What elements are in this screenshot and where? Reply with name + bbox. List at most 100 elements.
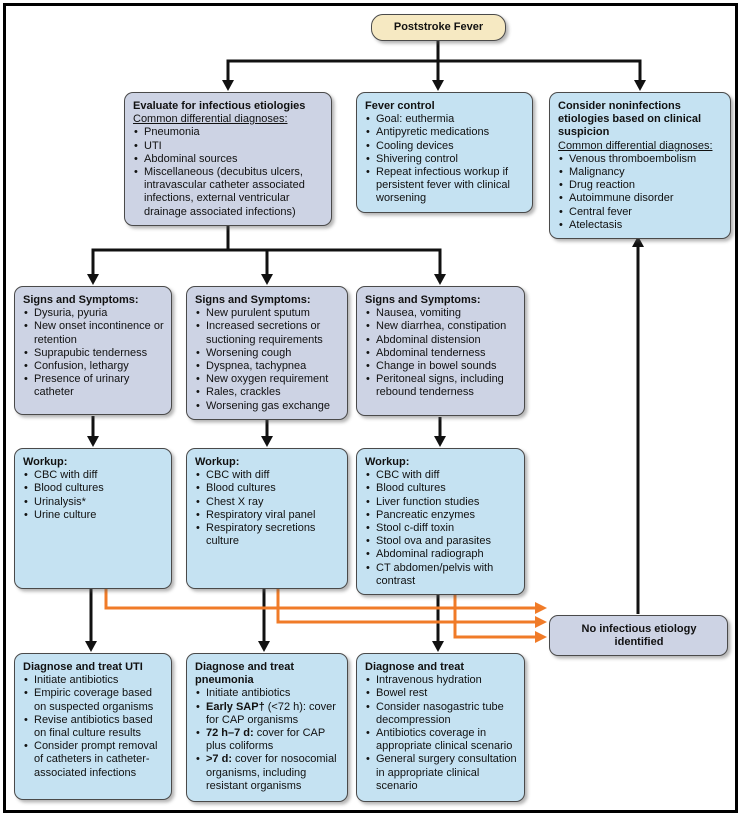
arrowhead-right-icon <box>535 602 547 614</box>
node-title: Diagnose and treat pneumonia <box>195 661 295 687</box>
workup-abdominal-node: Workup: CBC with diffBlood culturesLiver… <box>356 448 525 595</box>
bullet-item: General surgery consultation in appropri… <box>365 753 517 793</box>
arrowhead-down-icon <box>87 274 99 285</box>
arrowhead-down-icon <box>261 274 273 285</box>
node-bullet-list: Venous thromboembolismMalignancyDrug rea… <box>558 153 723 232</box>
bullet-item: Rales, crackles <box>195 386 340 399</box>
arrowhead-down-icon <box>634 80 646 91</box>
bullet-item: Venous thromboembolism <box>558 153 723 166</box>
node-title: Evaluate for infectious etiologies <box>133 100 306 112</box>
bullet-item: Peritoneal signs, including rebound tend… <box>365 373 517 399</box>
bullet-item: Stool ova and parasites <box>365 535 517 548</box>
node-title: Diagnose and treat UTI <box>23 661 143 673</box>
bullet-item: Abdominal distension <box>365 334 517 347</box>
treat-abdominal-node: Diagnose and treat Intravenous hydration… <box>356 653 525 802</box>
bullet-item: Nausea, vomiting <box>365 307 517 320</box>
arrowhead-down-icon <box>434 436 446 447</box>
bullet-item: Antibiotics coverage in appropriate clin… <box>365 727 517 753</box>
node-title: Workup: <box>23 456 68 468</box>
bullet-item: Respiratory secretions culture <box>195 522 340 548</box>
arrowhead-right-icon <box>535 616 547 628</box>
arrowhead-down-icon <box>87 436 99 447</box>
arrowhead-down-icon <box>222 80 234 91</box>
arrow-evaluate-branch <box>91 223 442 275</box>
bullet-item: Pancreatic enzymes <box>365 509 517 522</box>
bullet-item: Blood cultures <box>23 482 164 495</box>
bullet-item: Dysuria, pyuria <box>23 307 164 320</box>
bullet-item: Early SAP† (<72 h): cover for CAP organi… <box>195 701 340 727</box>
bullet-item: Change in bowel sounds <box>365 360 517 373</box>
node-title: Consider noninfections etiologies based … <box>558 100 702 139</box>
bullet-item: Abdominal tenderness <box>365 347 517 360</box>
bullet-item: Presence of urinary catheter <box>23 373 164 399</box>
node-bullet-list: CBC with diffBlood culturesLiver functio… <box>365 469 517 588</box>
bullet-item: Bowel rest <box>365 687 517 700</box>
node-bullet-list: PneumoniaUTIAbdominal sourcesMiscellaneo… <box>133 126 324 218</box>
node-bullet-list: Dysuria, pyuriaNew onset incontinence or… <box>23 307 164 399</box>
arrowhead-up-icon <box>632 236 644 247</box>
no-infectious-etiology-node: No infectious etiology identified <box>549 615 728 656</box>
bullet-item: Miscellaneous (decubitus ulcers, intrava… <box>133 166 324 219</box>
fever-control-node: Fever control Goal: euthermiaAntipyretic… <box>356 92 533 213</box>
node-title: Diagnose and treat <box>365 661 465 673</box>
node-title: Fever control <box>365 100 435 112</box>
treat-uti-node: Diagnose and treat UTI Initiate antibiot… <box>14 653 172 800</box>
bullet-item: Antipyretic medications <box>365 126 525 139</box>
bullet-item: Empiric coverage based on suspected orga… <box>23 687 164 713</box>
bullet-item: CT abdomen/pelvis with contrast <box>365 562 517 588</box>
bullet-item: Respiratory viral panel <box>195 509 340 522</box>
arrow-signs-to-workup <box>91 416 442 437</box>
bullet-item: Blood cultures <box>195 482 340 495</box>
bullet-item: Worsening gas exchange <box>195 400 340 413</box>
bullet-item: Stool c-diff toxin <box>365 522 517 535</box>
bullet-item: CBC with diff <box>365 469 517 482</box>
bullet-item: Consider prompt removal of catheters in … <box>23 740 164 780</box>
signs-uti-node: Signs and Symptoms: Dysuria, pyuriaNew o… <box>14 286 172 415</box>
bullet-item: Initiate antibiotics <box>23 674 164 687</box>
arrowhead-down-icon <box>258 641 270 652</box>
arrow-root-branch <box>226 41 642 80</box>
bullet-item: New onset incontinence or retention <box>23 320 164 346</box>
bullet-item: >7 d: cover for nosocomial organisms, in… <box>195 753 340 793</box>
bullet-item: CBC with diff <box>195 469 340 482</box>
node-bullet-list: Initiate antibioticsEmpiric coverage bas… <box>23 674 164 780</box>
node-title: Poststroke Fever <box>393 20 484 33</box>
bullet-item: UTI <box>133 140 324 153</box>
bullet-item: Liver function studies <box>365 496 517 509</box>
node-bullet-list: CBC with diffBlood culturesUrinalysis*Ur… <box>23 469 164 522</box>
node-bullet-list: Nausea, vomitingNew diarrhea, constipati… <box>365 307 517 399</box>
bullet-item: Abdominal radiograph <box>365 548 517 561</box>
bullet-item: New diarrhea, constipation <box>365 320 517 333</box>
node-title: Signs and Symptoms: <box>365 294 481 306</box>
node-title: Signs and Symptoms: <box>195 294 311 306</box>
bullet-item: Confusion, lethargy <box>23 360 164 373</box>
bullet-item: Autoimmune disorder <box>558 192 723 205</box>
bullet-item: CBC with diff <box>23 469 164 482</box>
node-title: Signs and Symptoms: <box>23 294 139 306</box>
bullet-item: Urine culture <box>23 509 164 522</box>
bullet-item: Shivering control <box>365 153 525 166</box>
bullet-item: Pneumonia <box>133 126 324 139</box>
bullet-item: Goal: euthermia <box>365 113 525 126</box>
node-bullet-list: Initiate antibioticsEarly SAP† (<72 h): … <box>195 687 340 793</box>
bullet-item: Chest X ray <box>195 496 340 509</box>
arrowhead-down-icon <box>261 436 273 447</box>
arrow-workup-to-treat <box>89 588 440 641</box>
bullet-item: 72 h–7 d: cover for CAP plus coliforms <box>195 727 340 753</box>
bullet-item: Blood cultures <box>365 482 517 495</box>
bullet-item: Revise antibiotics based on final cultur… <box>23 714 164 740</box>
node-title: Workup: <box>195 456 240 468</box>
node-bullet-list: CBC with diffBlood culturesChest X rayRe… <box>195 469 340 548</box>
orange-arrow-workup-uti <box>104 589 535 610</box>
bullet-item: Repeat infectious workup if persistent f… <box>365 166 525 206</box>
arrowhead-down-icon <box>85 641 97 652</box>
node-bullet-list: Goal: euthermiaAntipyretic medicationsCo… <box>365 113 525 205</box>
bullet-item: Suprapubic tenderness <box>23 347 164 360</box>
noninfectious-etiologies-node: Consider noninfections etiologies based … <box>549 92 731 239</box>
workup-uti-node: Workup: CBC with diffBlood culturesUrina… <box>14 448 172 589</box>
bullet-item: Malignancy <box>558 166 723 179</box>
node-bullet-list: New purulent sputumIncreased secretions … <box>195 307 340 413</box>
arrowhead-down-icon <box>434 274 446 285</box>
